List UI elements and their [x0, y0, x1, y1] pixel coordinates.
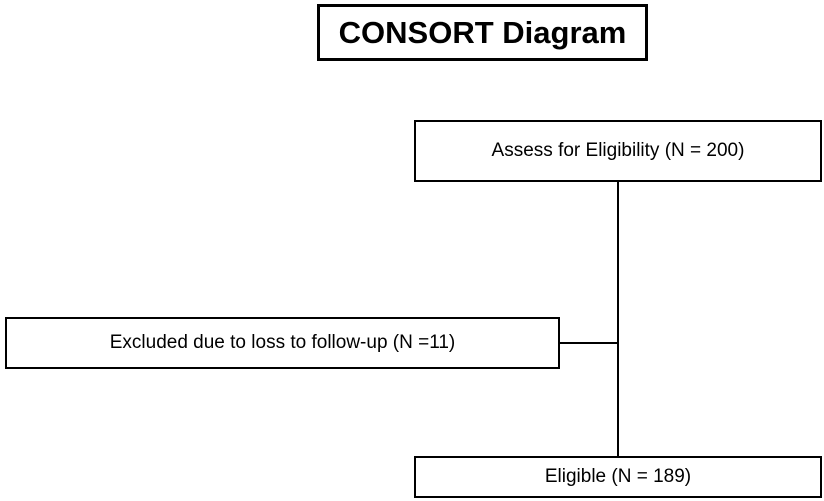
eligible-box: Eligible (N = 189) — [414, 456, 822, 498]
excluded-box: Excluded due to loss to follow-up (N =11… — [5, 317, 560, 369]
flow-connector-excluded — [560, 342, 618, 344]
excluded-label: Excluded due to loss to follow-up (N =11… — [109, 332, 456, 353]
assess-eligibility-label: Assess for Eligibility (N = 200) — [491, 140, 745, 161]
diagram-title: CONSORT Diagram — [317, 4, 648, 61]
flow-connector-vertical — [617, 182, 619, 456]
assess-eligibility-box: Assess for Eligibility (N = 200) — [414, 120, 822, 182]
eligible-label: Eligible (N = 189) — [544, 466, 692, 487]
